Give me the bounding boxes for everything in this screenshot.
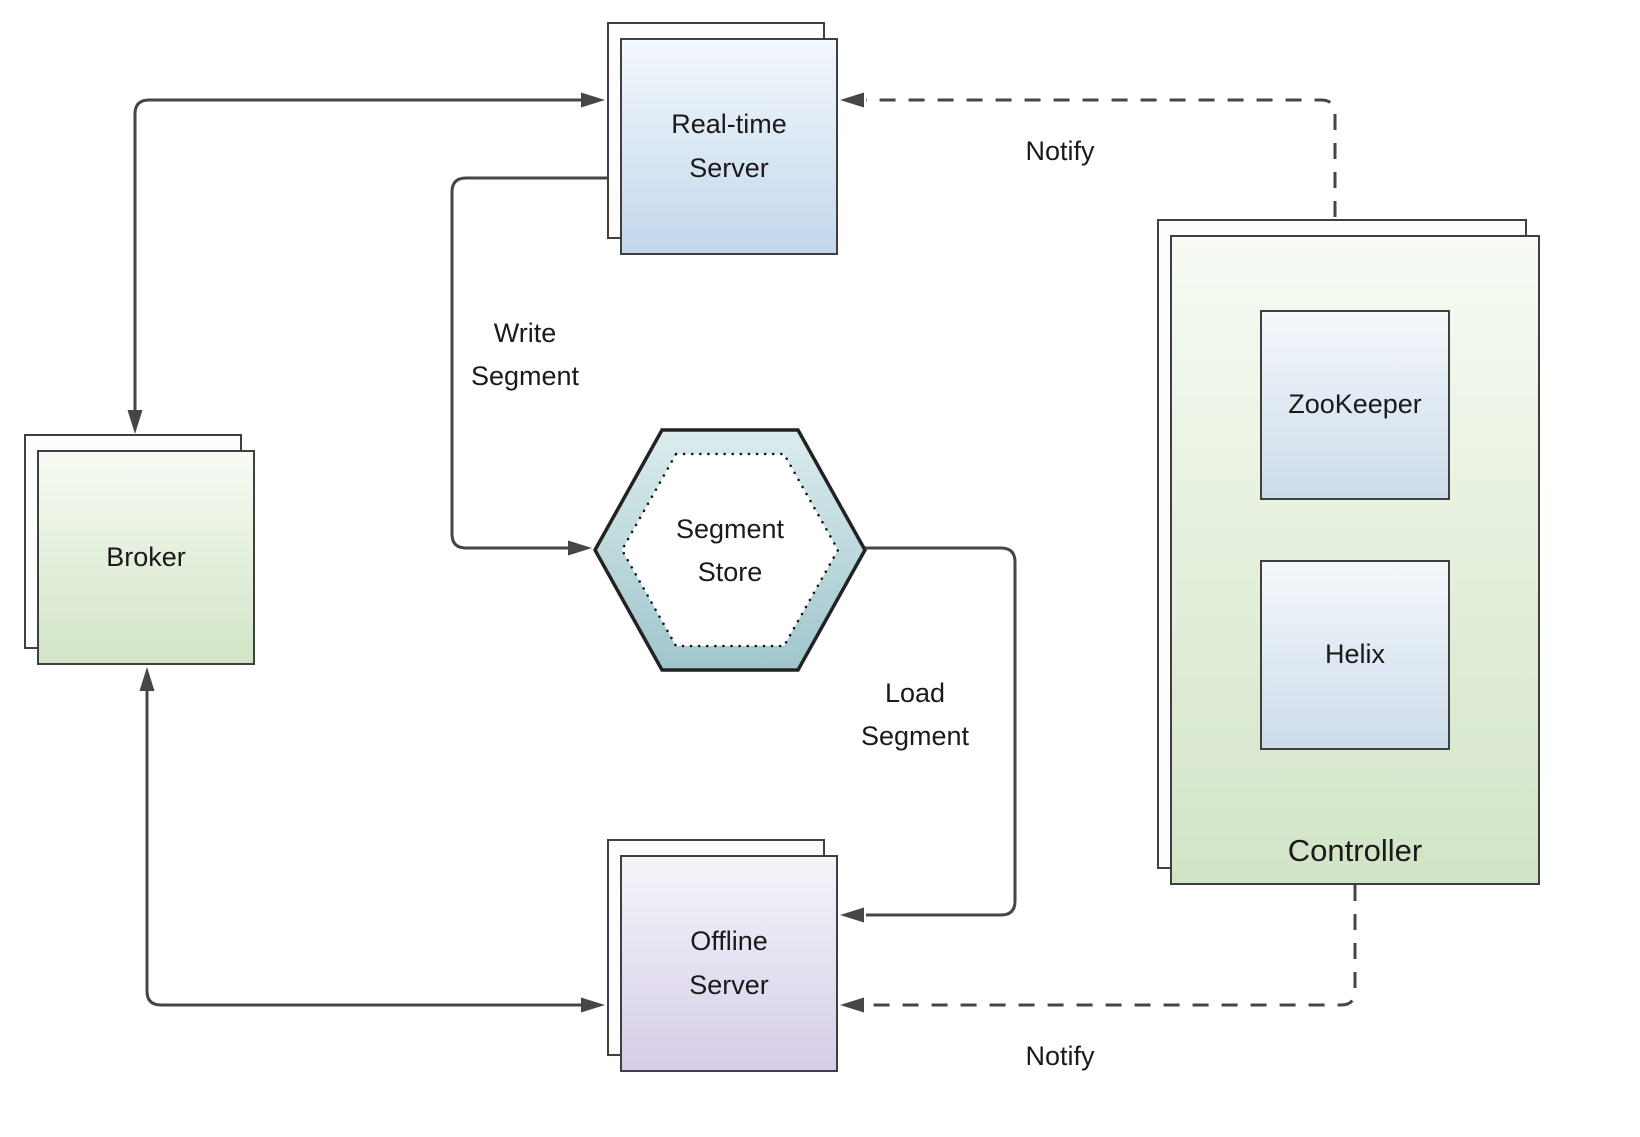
node-helix-label: Helix xyxy=(1324,639,1385,670)
node-zookeeper: ZooKeeper xyxy=(1260,310,1450,500)
node-controller-label: Controller xyxy=(1287,833,1423,868)
segment-store-inner-hex xyxy=(620,452,840,648)
broker-front-sheet xyxy=(37,450,255,665)
node-zookeeper-label: ZooKeeper xyxy=(1288,389,1422,420)
edge-label-notify-top: Notify xyxy=(1025,136,1095,166)
edge-notify-offline xyxy=(840,885,1357,1013)
realtime-front-sheet xyxy=(620,38,838,255)
node-broker: Broker xyxy=(24,434,255,665)
segment-store-hexagon xyxy=(592,428,868,672)
node-offline-server: Offline Server xyxy=(607,839,838,1072)
edge-notify-realtime xyxy=(840,92,1337,217)
offline-front-sheet xyxy=(620,855,838,1072)
node-broker-label: Broker xyxy=(106,541,186,572)
edge-broker-realtime xyxy=(127,92,605,434)
node-segment-store-label: Segment Store xyxy=(675,514,785,588)
node-realtime-server-label: Real-time Server xyxy=(671,109,787,183)
node-controller: ZooKeeper Helix Controller xyxy=(1157,219,1540,885)
arrowhead-into-offline-left xyxy=(581,997,605,1013)
edge-label-load-segment: Load Segment xyxy=(860,678,970,752)
arrowhead-into-broker-bottom xyxy=(139,667,155,691)
edge-load-segment xyxy=(840,546,1017,923)
arrowhead-notify-realtime xyxy=(840,92,864,108)
arrowhead-into-realtime-left xyxy=(581,92,605,108)
node-offline-server-label: Offline Server xyxy=(689,926,769,1000)
edge-write-segment xyxy=(450,176,620,556)
arrowhead-into-segment-store xyxy=(568,540,592,556)
edge-label-notify-bottom: Notify xyxy=(1025,1041,1095,1071)
edge-label-write-segment: Write Segment xyxy=(470,318,580,392)
node-helix: Helix xyxy=(1260,560,1450,750)
node-realtime-server: Real-time Server xyxy=(607,22,838,255)
arrowhead-notify-offline xyxy=(840,997,864,1013)
arrowhead-into-broker-top xyxy=(127,410,143,434)
edge-broker-offline xyxy=(139,667,605,1013)
arrowhead-into-offline-right xyxy=(840,907,864,923)
